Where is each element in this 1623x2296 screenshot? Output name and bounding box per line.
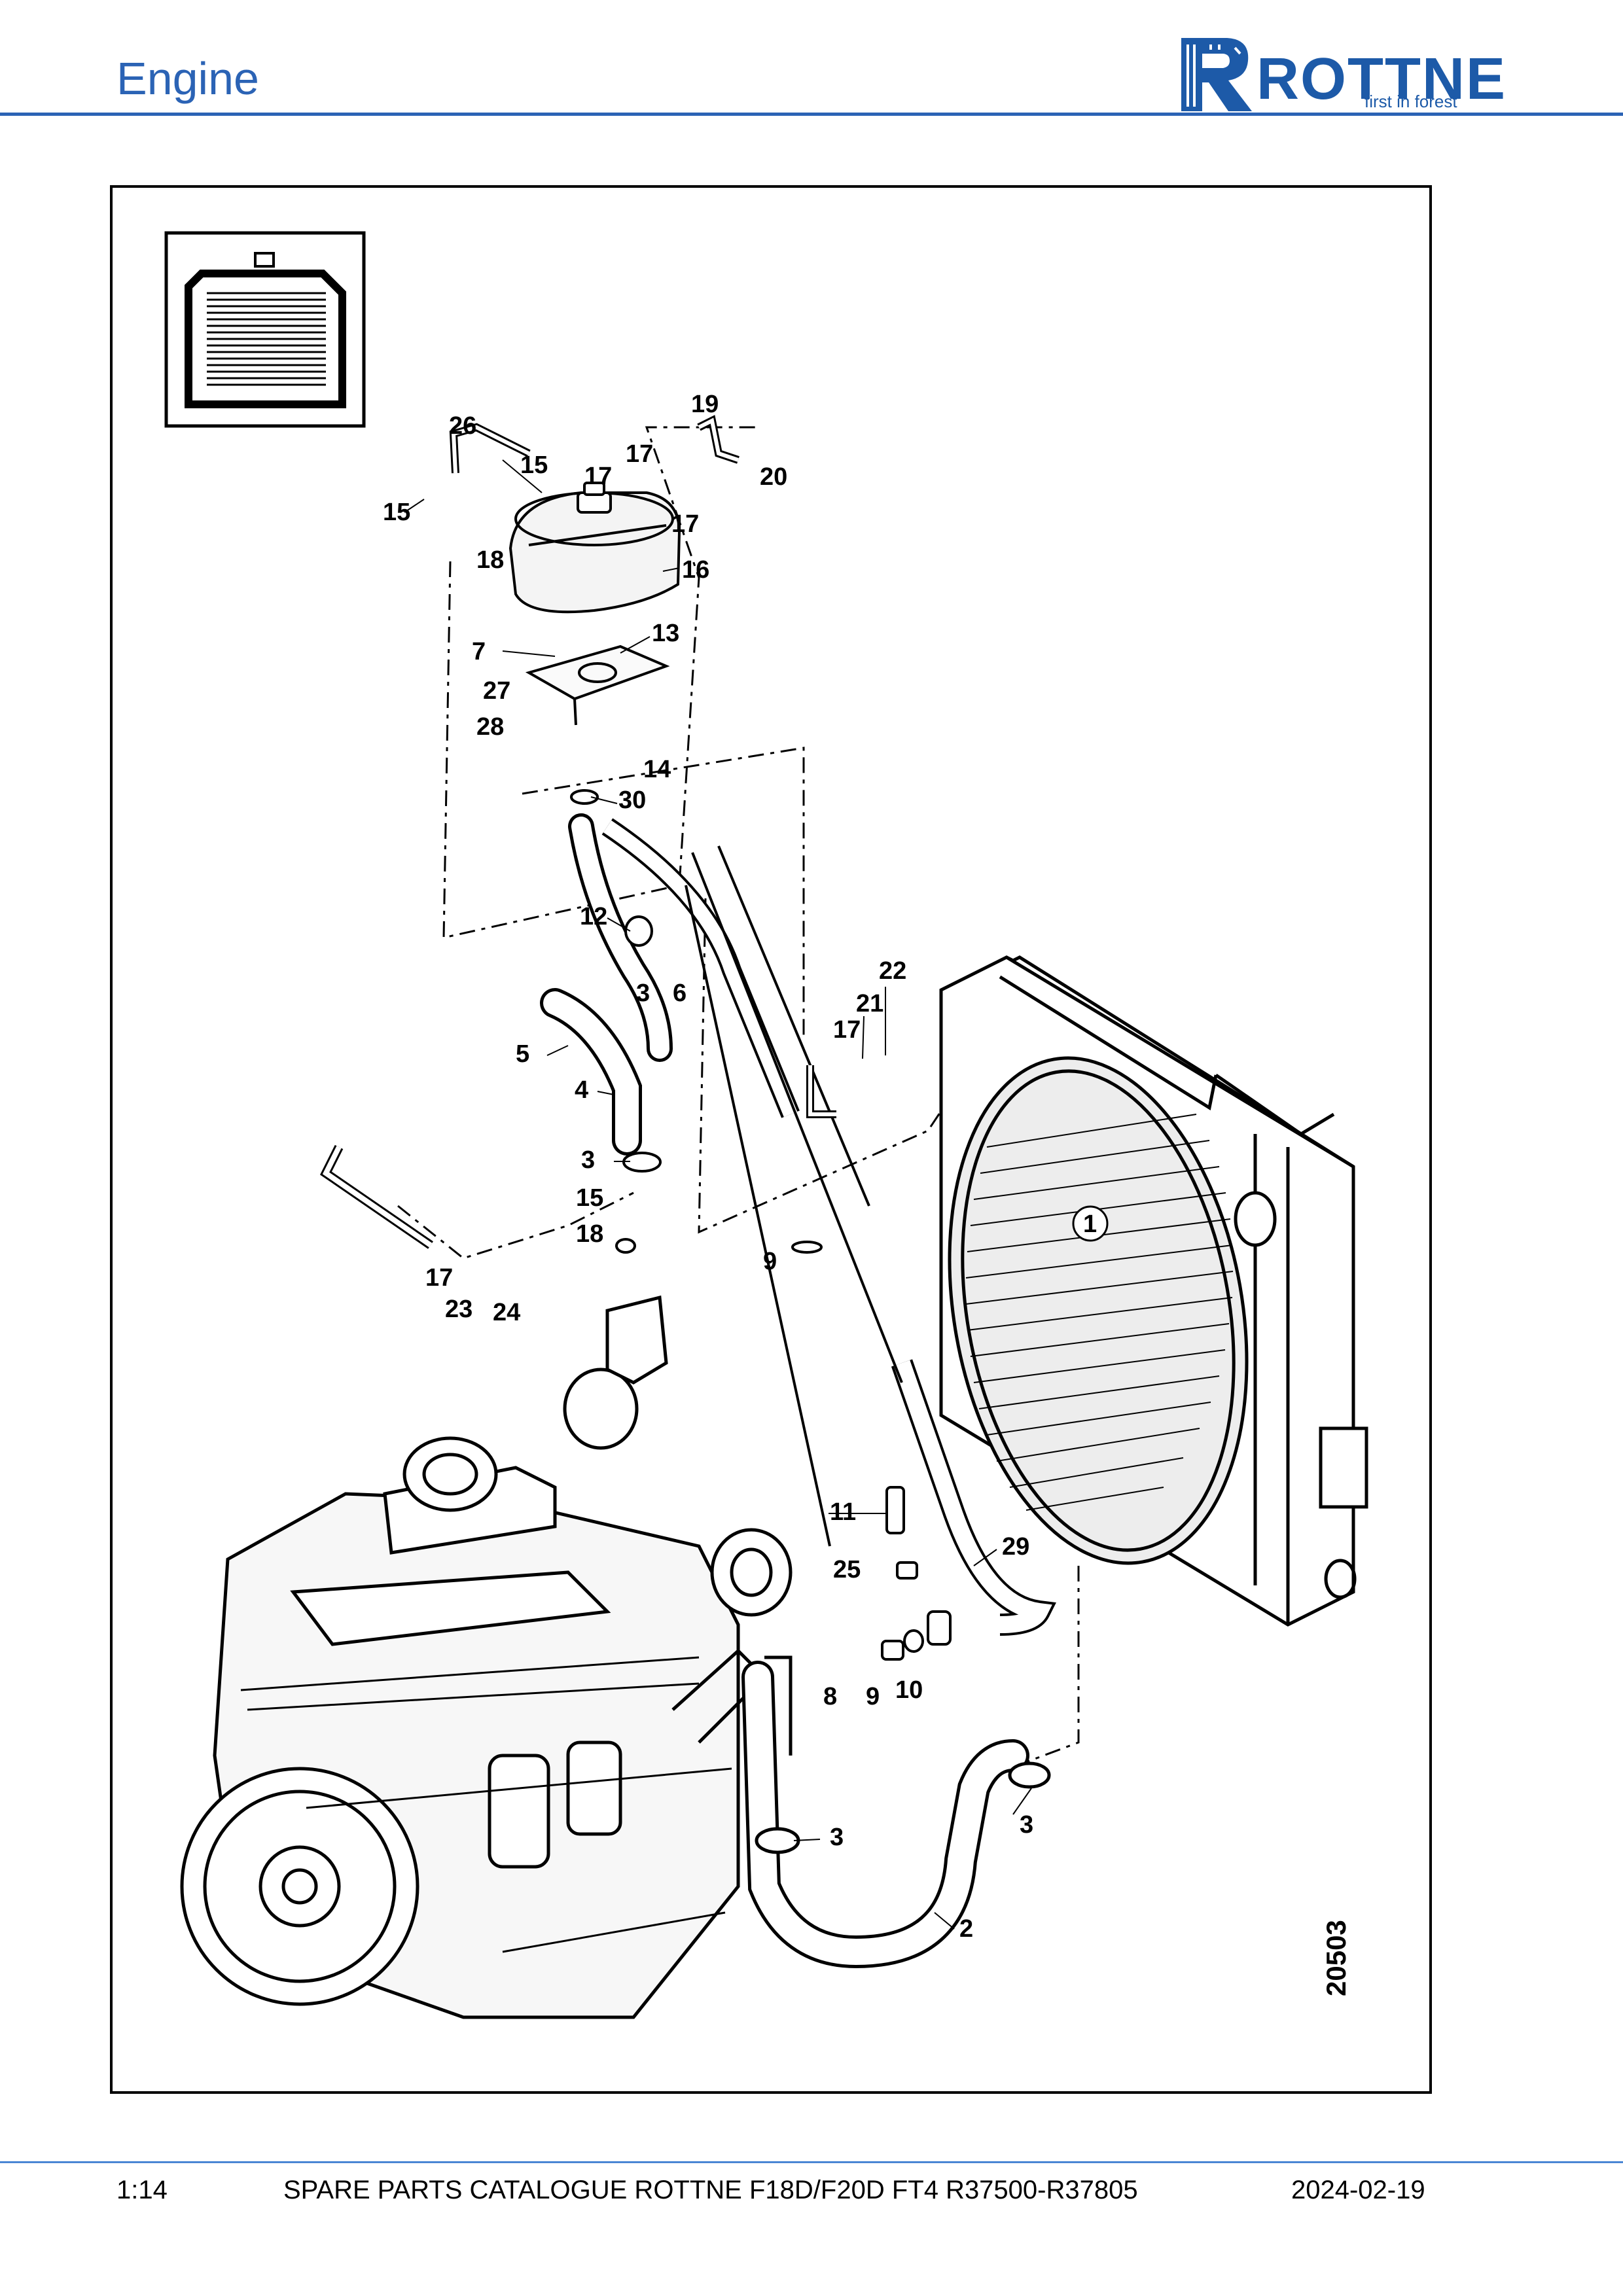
- lower-radiator-hose: [741, 1661, 1051, 1969]
- callout-4: 4: [575, 1076, 588, 1104]
- callout-5: 5: [516, 1040, 529, 1068]
- callout-10: 10: [895, 1676, 923, 1704]
- callout-29: 29: [1002, 1533, 1029, 1561]
- expansion-tank: [508, 482, 681, 614]
- callout-28: 28: [476, 713, 504, 741]
- rottne-r-logo-icon: [1181, 38, 1252, 111]
- callout-3: 3: [636, 980, 650, 1007]
- callout-9b: 9: [866, 1683, 880, 1710]
- callout-23: 23: [445, 1296, 473, 1323]
- callout-17: 17: [584, 463, 612, 490]
- engine-block: [180, 1295, 793, 2019]
- callout-2: 2: [959, 1915, 973, 1943]
- callout-22: 22: [879, 957, 906, 985]
- callout-26: 26: [449, 412, 476, 440]
- callout-16: 16: [682, 556, 709, 584]
- radiator-assembly: [939, 955, 1368, 1627]
- header-rule: [0, 113, 1623, 116]
- fittings: [570, 789, 952, 1661]
- leader-lines: [404, 459, 1032, 1930]
- callout-6: 6: [673, 980, 687, 1007]
- callout-7: 7: [472, 638, 486, 665]
- callout-18b: 18: [576, 1220, 603, 1248]
- callout-18: 18: [476, 546, 504, 574]
- callout-3c: 3: [1020, 1811, 1033, 1839]
- callout-13: 13: [652, 620, 679, 647]
- callout-11: 11: [830, 1498, 856, 1526]
- radiator-symbol-icon: [164, 231, 366, 428]
- coolant-hoses: [320, 415, 1056, 1636]
- footer-catalogue-title: SPARE PARTS CATALOGUE ROTTNE F18D/F20D F…: [283, 2176, 1138, 2204]
- tank-bracket: [525, 645, 670, 726]
- callout-3b: 3: [581, 1146, 595, 1174]
- footer-date: 2024-02-19: [1291, 2176, 1425, 2204]
- callout-14: 14: [643, 756, 671, 783]
- callout-15c: 15: [576, 1184, 603, 1212]
- logo-tagline: first in forest: [1364, 92, 1457, 111]
- callout-30: 30: [618, 786, 646, 814]
- routing-dashed-lines: [397, 426, 1080, 1763]
- callout-8: 8: [823, 1683, 837, 1710]
- callout-17e: 17: [425, 1264, 453, 1292]
- callout-25: 25: [833, 1556, 861, 1583]
- logo-wordmark: ROTTNE: [1257, 46, 1507, 112]
- callout-3d: 3: [830, 1824, 844, 1851]
- diagram-frame: [110, 185, 1432, 2094]
- callout-27: 27: [483, 677, 510, 705]
- page-title: Engine: [116, 53, 259, 104]
- callout-15b: 15: [383, 499, 410, 526]
- callout-1: 1: [1083, 1210, 1097, 1238]
- footer-rule: [0, 2161, 1623, 2163]
- callout-19: 19: [691, 391, 719, 418]
- callout-20: 20: [760, 463, 787, 491]
- footer-page-number: 1:14: [116, 2176, 168, 2204]
- drawing-number: 20503: [1321, 1920, 1351, 1996]
- callout-17b: 17: [626, 440, 653, 468]
- callout-17c: 17: [671, 510, 699, 538]
- callout-24: 24: [493, 1299, 520, 1326]
- callout-21: 21: [856, 990, 883, 1017]
- callout-17d: 17: [833, 1016, 861, 1044]
- callout-12: 12: [580, 903, 607, 930]
- callout-9: 9: [763, 1248, 777, 1275]
- callout-1-circle: [1072, 1205, 1109, 1242]
- rottne-logo: ROTTNE first in forest: [1175, 31, 1515, 116]
- callout-15: 15: [520, 451, 548, 479]
- callout-labels: 19 26 15 17 17 20 15 18 17 16 7 13 27 28…: [383, 391, 1109, 1943]
- exploded-parts-diagram: 19 26 15 17 17 20 15 18 17 16 7 13 27 28…: [164, 231, 1368, 2019]
